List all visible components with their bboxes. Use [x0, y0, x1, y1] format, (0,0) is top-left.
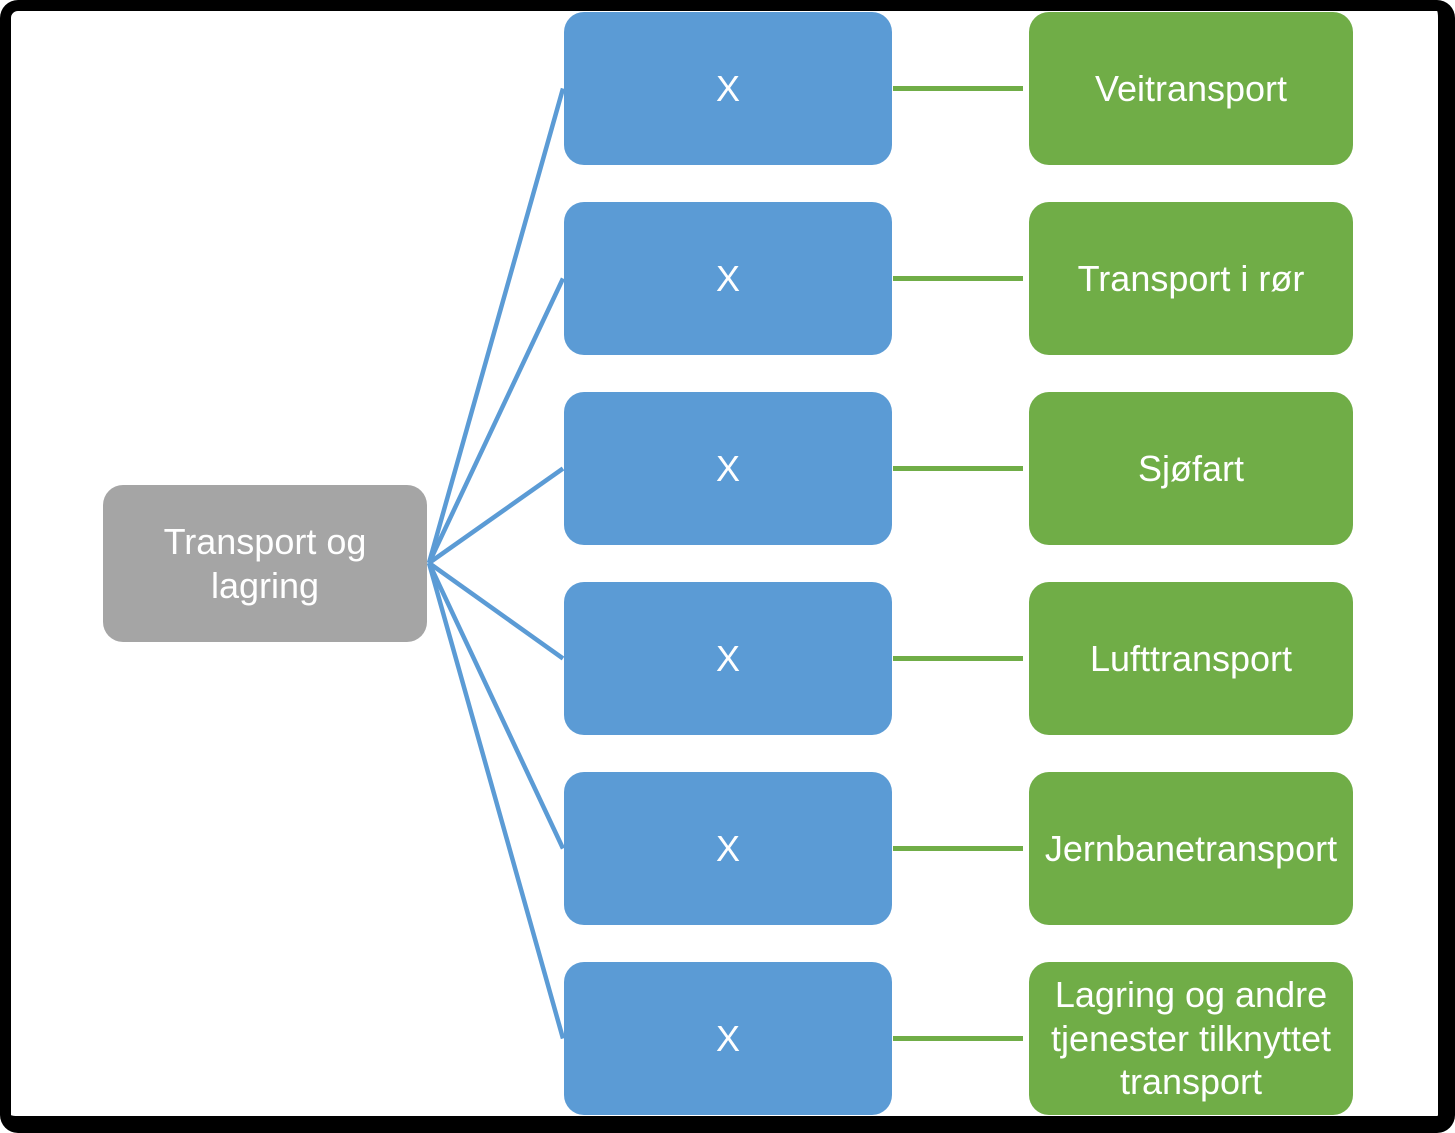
leaf-node: Jernbanetransport	[1029, 772, 1353, 925]
leaf-node: Lagring og andre tjenester tilknyttet tr…	[1029, 962, 1353, 1115]
branch-row-sjofart: X Sjøfart	[564, 392, 1353, 545]
mid-node: X	[564, 202, 892, 355]
connector-root-to-branch-6	[426, 562, 566, 1040]
mid-node-label: X	[715, 1017, 740, 1059]
root-node: Transport og lagring	[103, 485, 427, 642]
leaf-node: Sjøfart	[1029, 392, 1353, 545]
leaf-node: Lufttransport	[1029, 582, 1353, 735]
leaf-node-label: Transport i rør	[1077, 257, 1305, 299]
mid-node: X	[564, 962, 892, 1115]
mid-node-label: X	[715, 257, 740, 299]
leaf-node-label: Jernbanetransport	[1044, 827, 1338, 869]
mid-node: X	[564, 12, 892, 165]
leaf-node: Veitransport	[1029, 12, 1353, 165]
connector-mid-to-leaf	[893, 846, 1023, 851]
connector-root-to-branch-2	[426, 277, 566, 564]
branch-row-jernbanetransport: X Jernbanetransport	[564, 772, 1353, 925]
leaf-node-label: Sjøfart	[1137, 447, 1244, 489]
branch-row-veitransport: X Veitransport	[564, 12, 1353, 165]
leaf-node-label: Lufttransport	[1089, 637, 1293, 679]
connector-root-to-branch-4	[427, 561, 565, 661]
connector-root-to-branch-1	[426, 87, 566, 564]
mid-node: X	[564, 772, 892, 925]
mid-node-label: X	[715, 827, 740, 869]
connector-mid-to-leaf	[893, 466, 1023, 471]
connector-root-to-branch-5	[426, 562, 566, 850]
mid-node: X	[564, 392, 892, 545]
branch-row-transport-i-ror: X Transport i rør	[564, 202, 1353, 355]
connector-root-to-branch-3	[427, 466, 565, 565]
mid-node-label: X	[715, 67, 740, 109]
mid-node-label: X	[715, 637, 740, 679]
root-node-label: Transport og lagring	[163, 520, 367, 606]
mid-node: X	[564, 582, 892, 735]
connector-mid-to-leaf	[893, 1036, 1023, 1041]
branch-row-lufttransport: X Lufttransport	[564, 582, 1353, 735]
mid-node-label: X	[715, 447, 740, 489]
branch-row-lagring-og-andre: X Lagring og andre tjenester tilknyttet …	[564, 962, 1353, 1115]
leaf-node-label: Veitransport	[1094, 67, 1288, 109]
connector-mid-to-leaf	[893, 276, 1023, 281]
leaf-node: Transport i rør	[1029, 202, 1353, 355]
leaf-node-label: Lagring og andre tjenester tilknyttet tr…	[1050, 973, 1332, 1103]
connector-mid-to-leaf	[893, 86, 1023, 91]
connector-mid-to-leaf	[893, 656, 1023, 661]
